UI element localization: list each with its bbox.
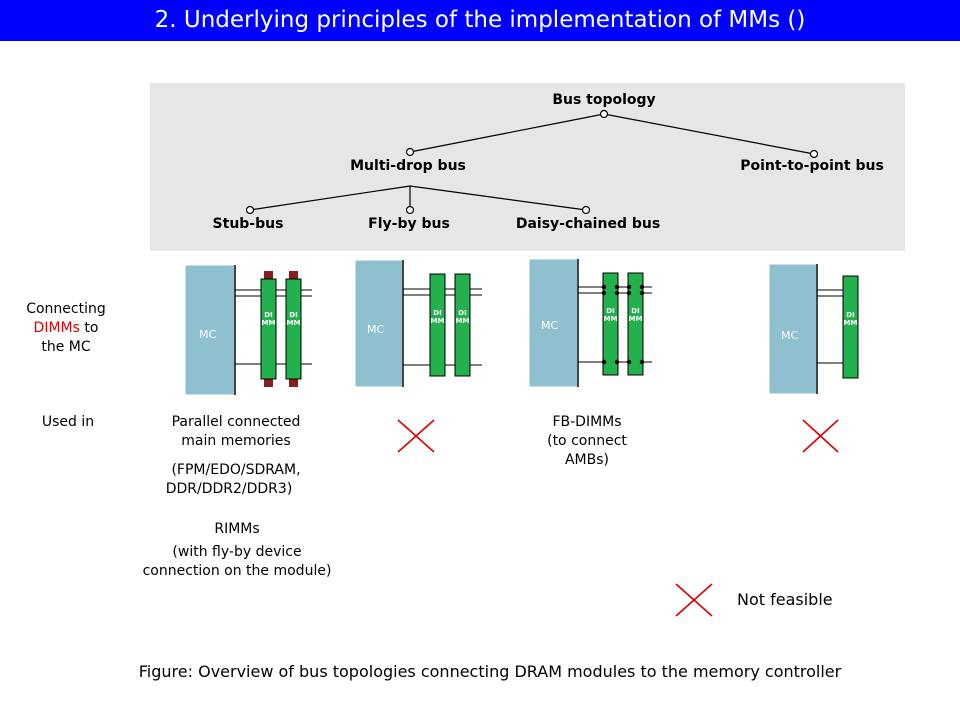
not-feasible-cross-icon <box>397 419 435 453</box>
mc-box <box>768 263 818 395</box>
tree-root-label: Bus topology <box>552 92 656 108</box>
dimm-label: DIMM <box>628 307 643 323</box>
point-to-point-bus-diagram <box>768 263 859 395</box>
node-root <box>599 109 609 119</box>
edge-root-p2p <box>603 113 815 155</box>
dimm-label: DIMM <box>261 311 276 327</box>
stub-cap <box>289 271 298 279</box>
mc-label: MC <box>781 329 799 342</box>
mc-label: MC <box>541 319 559 332</box>
daisy-chain-dots <box>601 284 645 365</box>
tree-point-to-point-label: Point-to-point bus <box>740 158 884 174</box>
tree-edges <box>249 113 815 211</box>
mc-label: MC <box>199 328 217 341</box>
dimm-label: DIMM <box>455 309 470 325</box>
not-feasible-cross-icon <box>802 419 839 453</box>
dimm-module <box>842 275 859 379</box>
node-multidrop-top <box>405 147 415 157</box>
node-p2p <box>809 149 819 159</box>
tree-fly-by-label: Fly-by bus <box>368 216 450 232</box>
mc-label: MC <box>367 323 385 336</box>
edge-multidrop-stub <box>249 185 411 211</box>
node-daisy <box>581 205 591 215</box>
bus-topology-tree-panel <box>150 83 905 251</box>
dimm-module <box>627 272 644 376</box>
daisy-chained-bus-diagram <box>528 258 652 388</box>
dimm-module <box>260 278 277 380</box>
slide-title: 2. Underlying principles of the implemen… <box>154 7 806 33</box>
node-stub <box>245 205 255 215</box>
tree-stub-bus-label: Stub-bus <box>212 216 284 232</box>
stub-usage-text: Parallel connected main memories <box>171 414 301 449</box>
stub-usage-memories: (FPM/EDO/SDRAM, DDR/DDR2/DDR3) <box>165 462 301 497</box>
dimm-label: DIMM <box>603 307 618 323</box>
dimm-label: DIMM <box>843 311 858 327</box>
stub-cap <box>264 379 273 387</box>
dimm-module <box>285 278 302 380</box>
stub-bus-diagram <box>184 264 312 396</box>
connecting-dimms-label: Connecting DIMMs to the MC <box>26 301 106 355</box>
stub-cap <box>289 379 298 387</box>
dimm-module <box>602 272 619 376</box>
legend-cross-icon <box>675 583 713 617</box>
daisy-usage-text: FB-DIMMs (to connect AMBs) <box>547 414 627 468</box>
figure-caption: Figure: Overview of bus topologies conne… <box>138 662 842 681</box>
tree-daisy-chained-label: Daisy-chained bus <box>515 216 661 232</box>
rimm-usage-text: RIMMs (with fly-by device connection on … <box>142 521 332 579</box>
stub-cap <box>264 271 273 279</box>
edge-multidrop-daisy <box>409 185 587 211</box>
dimm-module <box>429 273 446 377</box>
legend-not-feasible-label: Not feasible <box>737 590 833 609</box>
dimm-label: DIMM <box>430 309 445 325</box>
dimm-module <box>454 273 471 377</box>
edge-root-multidrop <box>409 113 605 153</box>
title-bar <box>0 0 960 41</box>
fly-by-bus-diagram <box>354 259 482 388</box>
mc-box <box>354 259 404 388</box>
node-flyby <box>405 205 415 215</box>
tree-multi-drop-label: Multi-drop bus <box>350 158 466 174</box>
mc-box <box>528 258 579 388</box>
used-in-label: Used in <box>41 414 95 430</box>
dimm-label: DIMM <box>286 311 301 327</box>
